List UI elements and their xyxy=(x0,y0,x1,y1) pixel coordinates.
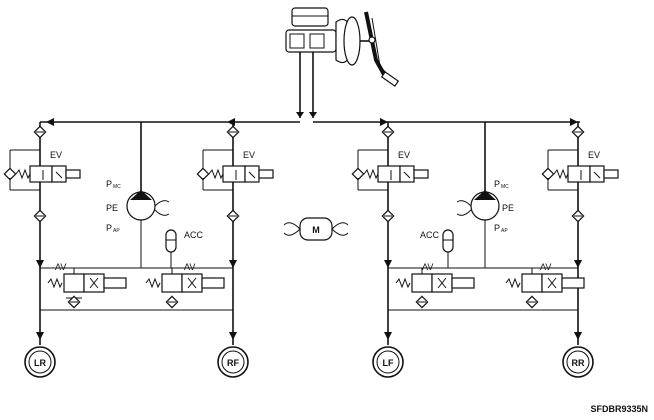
av-label-lr: AV xyxy=(55,262,66,272)
p-label-right-ap: P xyxy=(494,223,500,233)
av-label-rf: AV xyxy=(184,262,195,272)
pe-label-right: PE xyxy=(502,203,514,213)
acc-label-left: ACC xyxy=(184,230,204,240)
main-pipe-left xyxy=(40,112,304,126)
p-sub-right-mc: MC xyxy=(501,184,509,190)
reference-code: SFDBR9335N xyxy=(590,404,648,414)
pump-pe-right xyxy=(456,122,500,268)
av-valve-lr xyxy=(40,267,233,311)
check-valve-icon xyxy=(33,125,240,223)
ev-valve-rr xyxy=(541,149,619,191)
wheel-rf-icon xyxy=(217,346,249,378)
wheel-rr-icon xyxy=(562,346,594,378)
ev-label-rr: EV xyxy=(588,150,600,160)
left-circuit xyxy=(3,122,274,345)
motor-icon xyxy=(283,217,349,241)
av-label-lf: AV xyxy=(422,262,433,272)
wheel-lr-label: LR xyxy=(34,358,46,368)
av-label-rr: AV xyxy=(540,262,551,272)
p-sub-left-ap: AP xyxy=(113,228,120,234)
accumulator-left xyxy=(165,229,177,268)
main-pipe-right xyxy=(309,112,580,126)
p-label-right-mc: P xyxy=(494,179,500,189)
p-label-left-mc: P xyxy=(106,179,112,189)
master-cylinder-booster-pedal xyxy=(285,7,400,118)
acc-label-right: ACC xyxy=(420,230,440,240)
motor-label: M xyxy=(312,225,320,235)
ev-valve-lr xyxy=(3,149,81,191)
wheel-lf-icon xyxy=(372,346,404,378)
check-valve-icon xyxy=(381,125,585,223)
ev-label-lr: EV xyxy=(50,150,62,160)
ev-label-lf: EV xyxy=(398,150,410,160)
p-sub-left-mc: MC xyxy=(113,184,121,190)
ev-label-rf: EV xyxy=(243,150,255,160)
p-label-left-ap: P xyxy=(106,223,112,233)
wheel-rr-label: RR xyxy=(572,358,585,368)
accumulator-right xyxy=(442,229,454,268)
ev-valve-rf xyxy=(196,149,274,191)
av-valve-rf xyxy=(141,267,233,309)
pe-label-left: PE xyxy=(106,203,118,213)
av-valve-rr xyxy=(485,267,585,309)
p-sub-right-ap: AP xyxy=(501,228,508,234)
wheel-lr-icon xyxy=(24,346,56,378)
right-circuit xyxy=(351,122,619,345)
ev-valve-lf xyxy=(351,149,429,191)
wheel-rf-label: RF xyxy=(227,358,239,368)
av-valve-lf xyxy=(388,267,578,311)
wheel-lf-label: LF xyxy=(383,358,394,368)
pump-pe-left xyxy=(126,122,170,268)
